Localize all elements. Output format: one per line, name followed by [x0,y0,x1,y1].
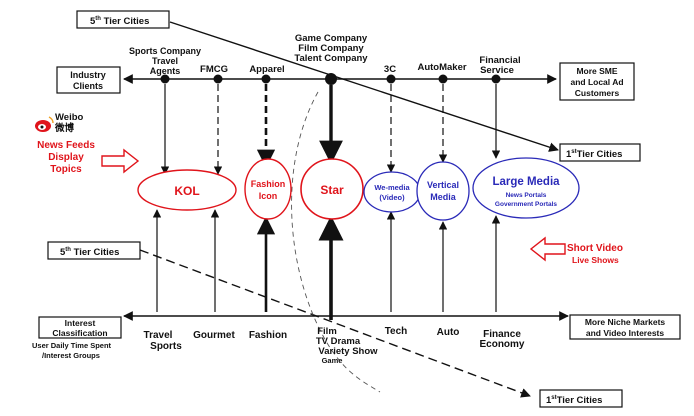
right-pointing-arrow-icon [101,148,140,174]
we-media-label: We-media [374,183,410,192]
star-label: Star [320,183,344,197]
more-niche-label-2: and Video Interests [586,328,665,338]
fashion-icon-label: Fashion [251,179,286,189]
cat-automaker: AutoMaker [417,62,466,73]
dot-auto [438,74,448,84]
star-node [300,158,364,220]
short-video-label: Short Video [567,243,623,254]
weibo-label: Weibo [55,112,84,123]
industry-clients-label-1: Industry [70,70,106,80]
interest-classification-box [38,316,122,339]
cat-sports-3: Agents [150,66,181,76]
first-tier-upper-box [559,143,641,162]
fifth-tier-top-box [76,10,170,29]
cat-tech: Tech [385,326,408,337]
fashion-icon-node [244,158,292,220]
news-feeds-3: Topics [50,164,82,175]
dot-film [325,73,337,85]
we-media-label-2: (Video) [379,193,405,202]
more-sme-label-1: More SME [576,66,617,76]
first-tier-upper-label: 1stTier Cities [566,149,622,160]
news-feeds-1: News Feeds [37,140,95,151]
weibo-cn-label: 微博 [54,122,75,134]
industry-clients-label-2: Clients [73,81,103,91]
cat-apparel: Apparel [249,64,284,75]
cat-sports-2: Travel [152,56,178,66]
large-media-sub-1: News Portals [506,192,547,199]
left-pointing-arrow-icon [529,236,566,262]
dot-fmcg [213,74,223,84]
more-niche-label-1: More Niche Markets [585,317,666,327]
fifth-tier-mid-box [47,241,141,260]
cat-film-3: Variety Show [318,346,378,357]
vertical-media-label-2: Media [430,192,457,202]
kol-label: KOL [174,184,199,198]
vertical-media-node [416,161,470,221]
dot-finance [491,74,501,84]
cat-finance-2: Economy [479,339,524,350]
cat-film-4: Game [322,356,343,365]
we-media-node [363,171,421,213]
large-media-node [472,157,580,219]
dot-3c [386,74,396,84]
more-niche-box [569,314,681,340]
cat-film-1: Film [317,326,337,337]
fifth-tier-top-label: 5th Tier Cities [90,16,149,27]
industry-clients-box [56,66,121,94]
more-sme-box [559,62,635,101]
more-sme-label-2: and Local Ad [570,77,623,87]
dot-apparel [261,74,271,84]
dashed-curve [291,91,381,393]
cat-financial-2: Service [480,65,514,76]
tier-line-top [169,21,559,152]
cat-fashion: Fashion [249,330,287,341]
large-media-label: Large Media [492,176,560,188]
tier-line-bottom [139,249,531,398]
interest-label-1: Interest [65,318,96,328]
cat-game-3: Talent Company [294,53,368,64]
cat-travel-2: Sports [150,341,182,352]
cat-game-1: Game Company [295,33,368,44]
cat-financial-1: Financial [479,55,520,66]
user-time-label-2: /Interest Groups [42,351,100,360]
weibo-logo [35,116,54,132]
interest-label-2: Classification [52,328,107,338]
cat-3c: 3C [384,64,396,75]
first-tier-bottom-label: 1stTier Cities [546,395,602,406]
fifth-tier-mid-label: 5th Tier Cities [60,247,119,258]
large-media-sub-2: Government Portals [495,201,558,208]
cat-travel-1: Travel [144,330,173,341]
cat-game-2: Film Company [298,43,364,54]
cat-film-2: TV Drama [316,336,361,347]
dot-sports [160,74,170,84]
user-time-label-1: User Daily Time Spent [32,341,112,350]
news-feeds-2: Display [48,152,84,163]
cat-fmcg: FMCG [200,64,228,75]
vertical-media-label: Vertical [427,180,459,190]
live-shows-label: Live Shows [572,255,619,265]
more-sme-label-3: Customers [575,88,620,98]
fashion-icon-label-2: Icon [259,191,278,201]
kol-node [137,169,237,211]
cat-finance-1: Finance [483,329,521,340]
cat-sports-1: Sports Company [129,46,201,56]
cat-auto: Auto [437,327,460,338]
cat-gourmet: Gourmet [193,330,235,341]
first-tier-bottom-box [539,389,623,408]
